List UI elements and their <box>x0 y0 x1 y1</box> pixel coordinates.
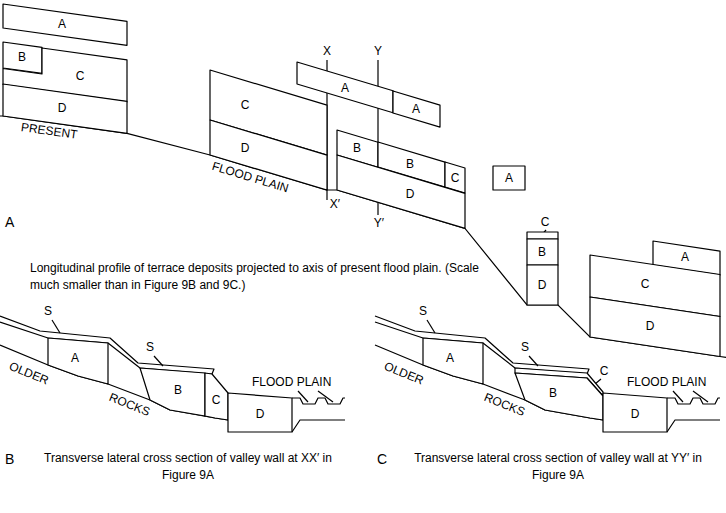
panel-caption: Transverse lateral cross section of vall… <box>28 450 348 485</box>
terrace-deposit: D <box>228 393 292 432</box>
deposit-shape <box>48 338 108 384</box>
panel-caption: Longitudinal profile of terrace deposits… <box>30 260 510 295</box>
deposit-letter: C <box>600 365 609 377</box>
layer-name: S <box>44 305 52 318</box>
cross-section-b <box>0 316 345 432</box>
terrace-deposit: A <box>297 62 393 113</box>
deposit-letter: C <box>641 278 650 290</box>
panel-letter: B <box>5 452 14 467</box>
deposit-letter: A <box>58 18 66 30</box>
deposit-letter: A <box>505 172 513 184</box>
deposit-letter: A <box>446 352 454 364</box>
deposit-letter: B <box>538 246 546 258</box>
deposit-letter: C <box>241 99 250 111</box>
deposit-letter: C <box>541 216 550 228</box>
deposit-letter: D <box>256 408 265 420</box>
panel-caption: Transverse lateral cross section of vall… <box>399 450 717 485</box>
deposit-shape <box>527 232 558 239</box>
terrace-deposit: D <box>337 155 465 228</box>
terrace-deposit: C <box>527 232 558 239</box>
section-letter: Y′ <box>374 217 384 230</box>
terrace-deposit: A <box>48 338 108 384</box>
deposit-outline <box>48 338 110 386</box>
deposit-letter: D <box>406 188 415 200</box>
deposit-shape <box>393 91 440 127</box>
section-letter: Y <box>374 45 382 58</box>
deposit-shape <box>337 155 465 228</box>
deposit-letter: B <box>174 384 182 396</box>
deposit-letter: C <box>212 394 221 406</box>
layer-name: S <box>419 305 427 318</box>
deposit-letter: D <box>241 142 250 154</box>
deposit-outline <box>3 4 129 47</box>
deposit-shape <box>527 265 558 305</box>
surface-name: FLOOD PLAIN <box>627 376 706 389</box>
deposit-letter: A <box>71 352 79 364</box>
deposit-outline <box>515 373 605 422</box>
terrace-deposit: A <box>3 4 127 45</box>
terrace-deposit: D <box>527 265 558 305</box>
terrace-deposit: B <box>515 373 603 420</box>
layer-name: S <box>521 341 529 354</box>
rock-name: ROCKS <box>482 391 527 419</box>
terrace-deposit: B <box>527 239 558 265</box>
deposit-letter: B <box>549 387 557 399</box>
layer-name: S <box>146 341 154 354</box>
deposit-shape <box>205 373 228 420</box>
deposit-outline <box>337 155 467 230</box>
panel-letter: C <box>377 452 387 467</box>
terrace-deposit: A <box>493 166 525 190</box>
section-letter: X <box>323 45 331 58</box>
terrace-deposit: C <box>205 373 228 420</box>
deposit-shape <box>423 338 483 384</box>
deposit-shape <box>590 297 720 357</box>
terrace-deposit: A <box>423 338 483 384</box>
deposit-letter: D <box>646 320 655 332</box>
deposit-shape <box>603 393 667 432</box>
deposit-letter: D <box>538 279 547 291</box>
deposit-shape <box>515 373 603 420</box>
surface-name: FLOOD PLAIN <box>252 376 331 389</box>
ground-profile <box>0 116 726 357</box>
deposit-letter: D <box>58 102 67 114</box>
deposit-shape <box>297 62 393 113</box>
deposit-letter: D <box>631 408 640 420</box>
deposit-letter: A <box>412 103 420 115</box>
rock-name: OLDER <box>382 360 425 388</box>
deposit-letter: A <box>341 82 349 94</box>
deposit-shape <box>493 166 525 190</box>
deposit-outline <box>590 297 722 359</box>
deposit-letter: C <box>451 172 460 184</box>
rock-name: ROCKS <box>107 391 152 419</box>
deposit-shape <box>3 4 127 45</box>
terrace-deposit: D <box>603 393 667 432</box>
terrace-deposit: A <box>393 91 440 127</box>
rock-name: OLDER <box>7 360 50 388</box>
panel-letter: A <box>5 215 14 230</box>
deposit-outline <box>423 338 485 386</box>
deposit-letter: B <box>353 142 361 154</box>
deposit-shape <box>527 239 558 265</box>
section-letter: X′ <box>330 198 340 211</box>
deposit-letter: B <box>18 51 26 63</box>
deposit-letter: A <box>681 251 689 263</box>
deposit-letter: C <box>76 70 85 82</box>
deposit-shape <box>228 393 292 432</box>
terrace-deposit: D <box>590 297 720 357</box>
deposit-letter: B <box>406 158 414 170</box>
